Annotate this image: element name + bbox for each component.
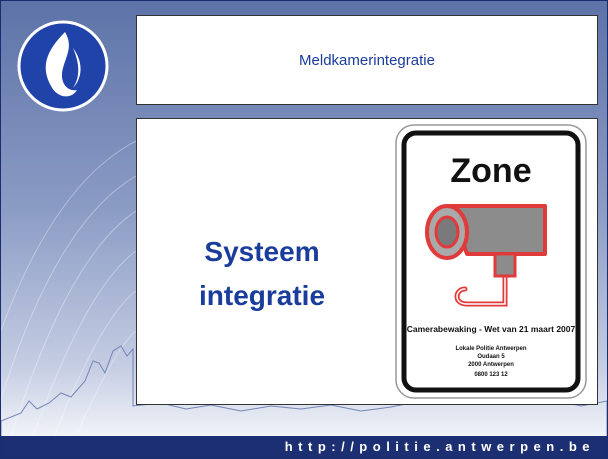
sign-org: Lokale Politie Antwerpen [455,346,526,352]
main-heading-line2: integratie [198,280,326,311]
main-heading-line1: Systeem [204,236,320,267]
sign-heading: Zone [450,152,531,190]
main-heading: Systeem integratie [157,230,367,318]
security-camera-icon [425,204,547,307]
police-logo-icon [17,20,109,112]
footer-bar: http://politie.antwerpen.be [1,436,607,458]
content-box: Systeem integratie Zone Camerabewaking -… [136,118,598,405]
sign-phone: 0800 123 12 [474,372,508,378]
sign-city: 2000 Antwerpen [468,362,514,368]
title-box: Meldkamerintegratie [136,15,598,105]
footer-url: http://politie.antwerpen.be [284,439,595,454]
camera-zone-sign: Zone Camerabewaking - Wet van 21 maart 2… [395,124,587,399]
sign-street: Oudaan 5 [477,354,505,360]
sign-caption: Camerabewaking - Wet van 21 maart 2007 [407,324,576,334]
slide-title: Meldkamerintegratie [299,51,435,69]
